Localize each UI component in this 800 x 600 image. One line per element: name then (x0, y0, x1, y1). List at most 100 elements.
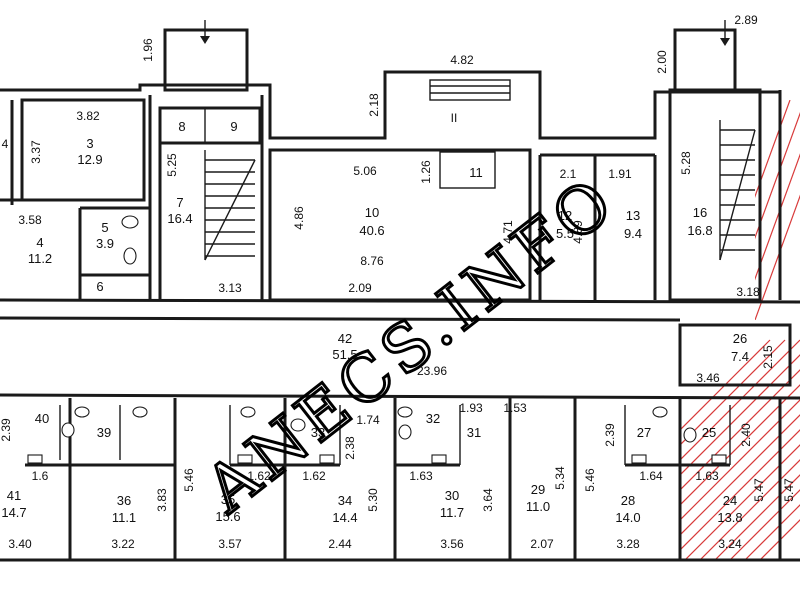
dimension: 1.63 (695, 469, 719, 483)
dimension: 23.96 (417, 364, 447, 378)
dimension: 2.38 (343, 436, 357, 460)
dimension: 3.58 (18, 213, 42, 227)
dimension: II (451, 111, 458, 125)
room-labels: 3 12.9 4 11.2 5 3.9 6 7 16.4 8 9 10 40.6… (1, 119, 749, 525)
room-number: 12 (558, 208, 572, 223)
hatched-zone (680, 100, 800, 560)
dimension: 3.22 (111, 537, 135, 551)
room-number: 16 (693, 205, 707, 220)
room-area: 51.5 (332, 347, 357, 362)
room-area: 7.4 (731, 349, 749, 364)
room-area: 11.7 (440, 505, 464, 520)
dimension: 2.1 (560, 167, 577, 181)
walls-upper (0, 28, 800, 387)
room-number: 26 (733, 331, 747, 346)
dimension: 5.28 (679, 151, 693, 175)
sanitary-fixtures (27, 215, 727, 464)
room-number: 6 (96, 279, 103, 294)
room-area: 13.8 (717, 510, 742, 525)
dimension: 2.39 (603, 423, 617, 447)
room-area: 14.7 (1, 505, 26, 520)
dimension: 3.24 (718, 537, 742, 551)
dimension: 3.46 (696, 371, 720, 385)
dimension: 3.28 (616, 537, 640, 551)
dimension: 1.26 (419, 160, 433, 184)
room-number: 29 (531, 482, 545, 497)
dimension: 3.18 (736, 285, 760, 299)
dimension: 1.62 (302, 469, 326, 483)
walls-lower (0, 393, 800, 562)
room-number: 24 (723, 493, 737, 508)
entrance-arrows (200, 20, 730, 46)
room-number: 39 (97, 425, 111, 440)
stair-7-steps (204, 150, 256, 261)
dimension: 2.07 (530, 537, 554, 551)
room-area: 5.5 (556, 226, 574, 241)
dimension: 3.57 (218, 537, 242, 551)
dimension: 2.18 (367, 93, 381, 117)
room-number: 7 (176, 195, 183, 210)
room-number: 8 (178, 119, 185, 134)
dimension: 2.09 (348, 281, 372, 295)
dimension: 5.30 (366, 488, 380, 512)
room-area: 11.2 (28, 251, 52, 266)
room-number: 30 (445, 488, 459, 503)
room-number: 4 (36, 235, 43, 250)
dimension: 1.62 (247, 469, 271, 483)
dimension: 2.15 (761, 345, 775, 369)
room-number: 36 (117, 493, 131, 508)
room-area: 40.6 (359, 223, 384, 238)
dimension: 2.39 (0, 418, 13, 442)
room-area: 16.4 (167, 211, 192, 226)
dimension: 5.47 (752, 478, 766, 502)
dimension-labels: 1.96 4.82 2.18 II 2.89 2.00 3.82 3.37 4 … (0, 13, 796, 551)
stair-16-steps (719, 120, 756, 261)
room-area: 16.8 (687, 223, 712, 238)
dimension: 1.96 (141, 38, 155, 62)
room-number: 3 (86, 136, 93, 151)
dimension: 1.63 (409, 469, 433, 483)
dimension: 5.46 (583, 468, 597, 492)
room-area: 11.0 (526, 499, 550, 514)
room-number: 33 (311, 425, 325, 440)
room-number: 31 (467, 425, 481, 440)
room-area: 15.6 (215, 509, 240, 524)
room-number: 32 (426, 411, 440, 426)
room-number: 35 (221, 492, 235, 507)
room-number: 5 (101, 220, 108, 235)
room-number: 42 (338, 331, 352, 346)
dimension: 2.40 (739, 423, 753, 447)
room-area: 11.1 (112, 510, 136, 525)
dimension: 3.56 (440, 537, 464, 551)
dimension: 3.37 (29, 140, 43, 164)
dimension: 3.40 (8, 537, 32, 551)
dimension: 5.34 (553, 466, 567, 490)
dimension: 8.76 (360, 254, 384, 268)
dimension: 1.74 (356, 413, 380, 427)
dimension: 3.64 (481, 488, 495, 512)
dimension: 4.86 (292, 206, 306, 230)
room-number: 41 (7, 488, 21, 503)
dimension: 2.00 (655, 50, 669, 74)
dimension: 2.44 (328, 537, 352, 551)
dimension: 4 (2, 137, 9, 151)
dimension: 5.46 (182, 468, 196, 492)
dimension: 4.71 (501, 220, 515, 244)
dimension: 1.6 (32, 469, 49, 483)
room-number: 34 (338, 493, 352, 508)
room-area: 14.4 (332, 510, 357, 525)
room-number: 9 (230, 119, 237, 134)
dimension: 5.47 (782, 478, 796, 502)
room-area: 14.0 (615, 510, 640, 525)
room-area: 3.9 (96, 236, 114, 251)
dimension: 5.06 (353, 164, 377, 178)
dimension: 3.83 (155, 488, 169, 512)
dimension: 1.91 (608, 167, 632, 181)
room-number: 10 (365, 205, 379, 220)
dimension: 1.53 (503, 401, 527, 415)
room-area: 12.9 (77, 152, 102, 167)
dimension: 4.89 (571, 220, 585, 244)
room-number: 28 (621, 493, 635, 508)
room-number: 11 (469, 165, 483, 180)
